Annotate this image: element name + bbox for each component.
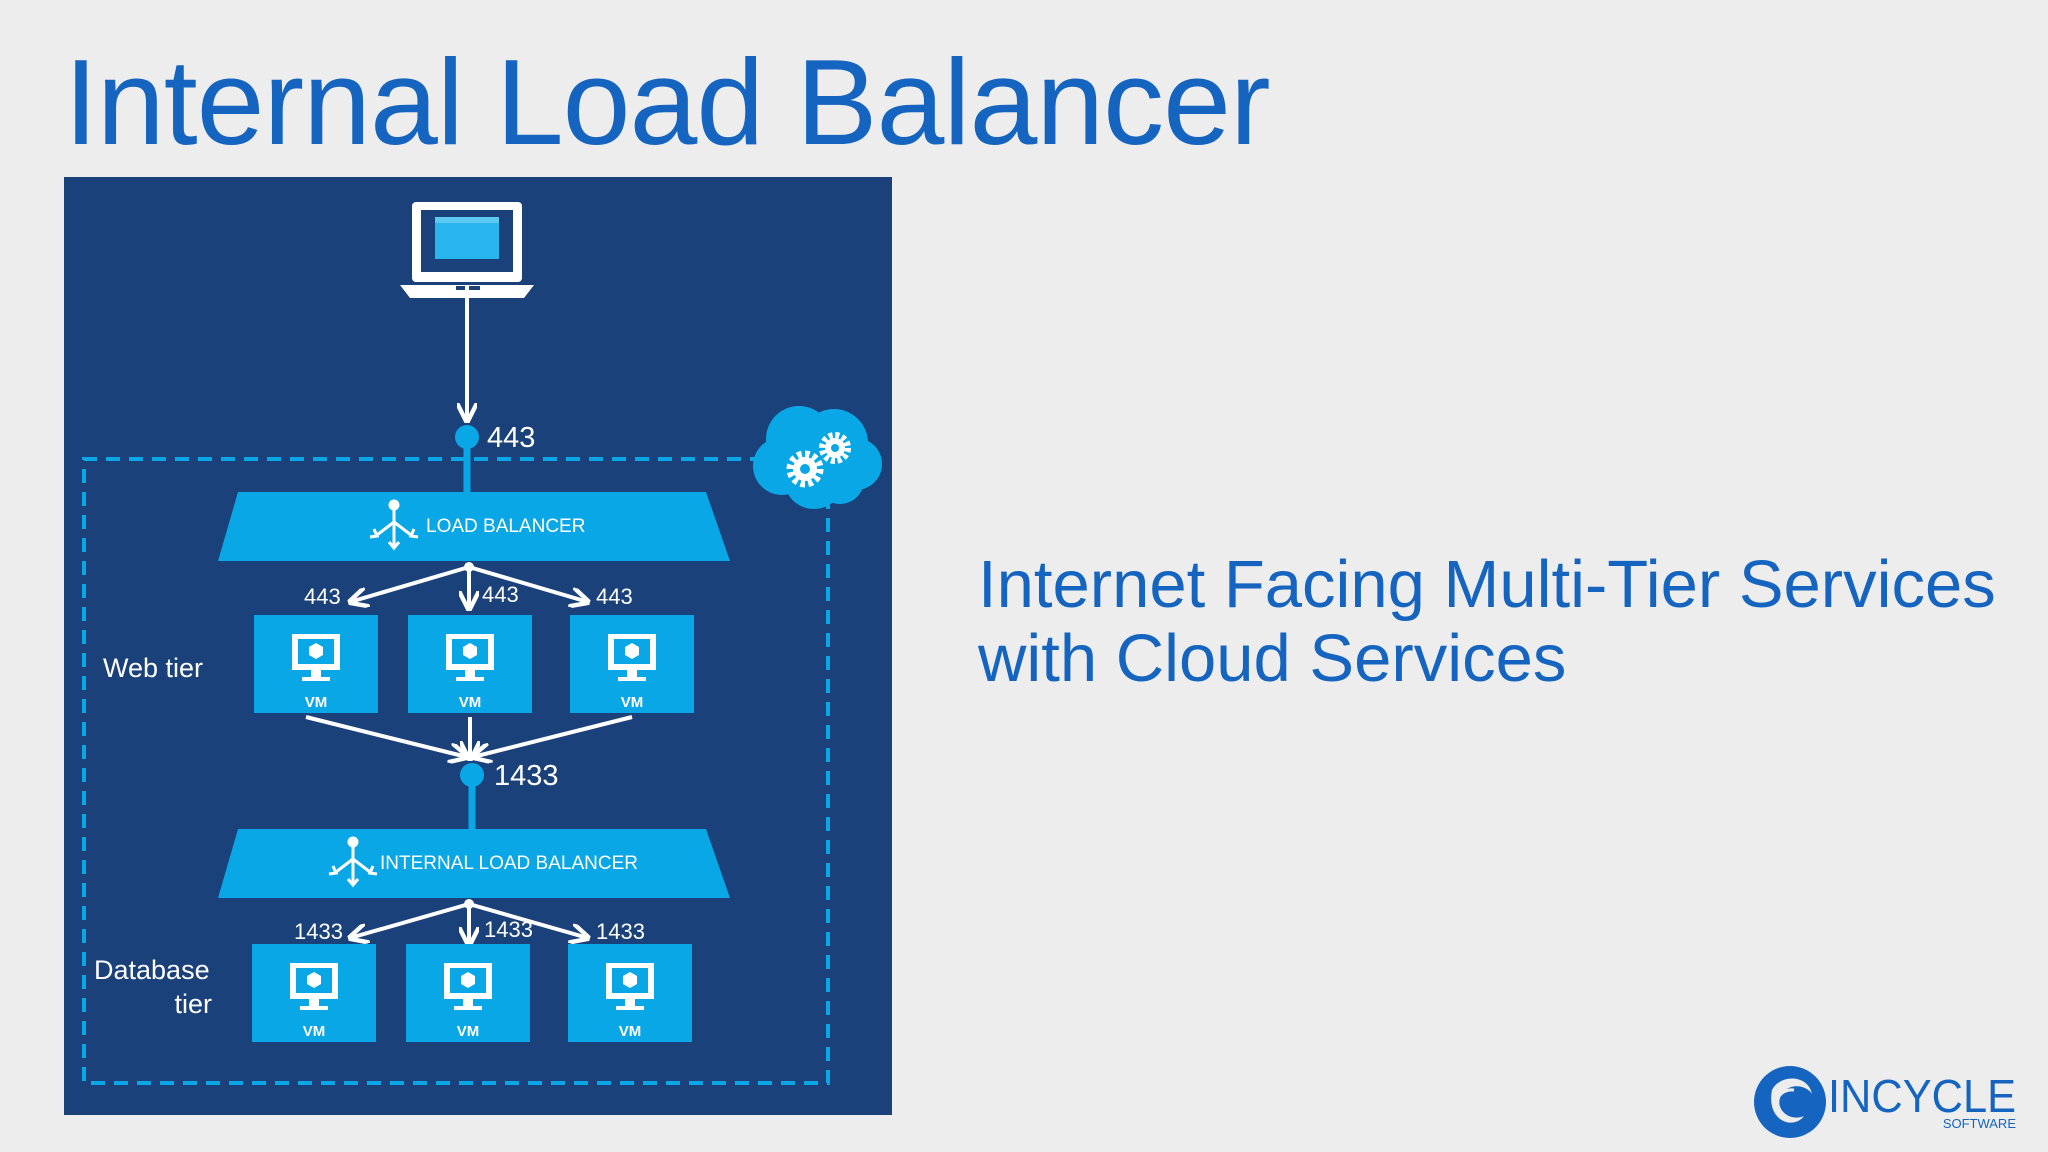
db-port-label: 1433 xyxy=(294,919,343,944)
incycle-logo: INCYCLE SOFTWARE xyxy=(1750,1060,2020,1144)
vm-icon xyxy=(608,634,656,681)
gear-icon xyxy=(819,432,851,464)
vm-label: VM xyxy=(303,1023,326,1040)
db-vm: VM xyxy=(252,944,376,1042)
db-vm: VM xyxy=(568,944,692,1042)
load-balancer-icon xyxy=(369,499,419,551)
slide-title: Internal Load Balancer xyxy=(64,34,1271,170)
web-tier-label: Web tier xyxy=(103,653,203,683)
load-balancer-icon xyxy=(328,836,378,888)
database-tier-label: Database xyxy=(94,955,210,985)
load-balancer: LOAD BALANCER xyxy=(218,492,730,561)
database-tier-label: tier xyxy=(174,989,212,1019)
endpoint-port-label: 1433 xyxy=(494,760,559,792)
architecture-diagram: 443 LOAD BALANCER 443 443 443 Web tier xyxy=(64,177,892,1115)
vm-label: VM xyxy=(621,694,644,711)
web-vm: VM xyxy=(570,615,694,713)
db-port-label: 1433 xyxy=(484,917,533,942)
web-vm: VM xyxy=(408,615,532,713)
internal-load-balancer: INTERNAL LOAD BALANCER xyxy=(218,829,730,898)
logo-tagline: SOFTWARE xyxy=(1943,1116,2017,1131)
incycle-swirl-icon xyxy=(1754,1066,1826,1138)
internal-load-balancer-label: INTERNAL LOAD BALANCER xyxy=(380,853,638,874)
vm-icon xyxy=(446,634,494,681)
db-port-label: 1433 xyxy=(596,919,645,944)
web-vm: VM xyxy=(254,615,378,713)
vm-label: VM xyxy=(619,1023,642,1040)
vm-icon xyxy=(444,963,492,1010)
vm-label: VM xyxy=(459,694,482,711)
vm-label: VM xyxy=(457,1023,480,1040)
web-port-label: 443 xyxy=(304,584,341,609)
web-port-label: 443 xyxy=(596,584,633,609)
subtitle-line: Internet Facing Multi-Tier Services xyxy=(978,547,1996,622)
slide-subtitle: Internet Facing Multi-Tier Services with… xyxy=(978,548,1996,695)
db-vm: VM xyxy=(406,944,530,1042)
load-balancer-label: LOAD BALANCER xyxy=(426,516,585,537)
endpoint-port-label: 443 xyxy=(487,422,535,454)
vm-label: VM xyxy=(305,694,328,711)
web-port-label: 443 xyxy=(482,582,519,607)
logo-brand: INCYCLE xyxy=(1828,1070,2016,1122)
vm-icon xyxy=(290,963,338,1010)
vm-icon xyxy=(606,963,654,1010)
gear-icon xyxy=(786,450,824,488)
cloud-service-boundary xyxy=(82,457,830,1085)
vm-icon xyxy=(292,634,340,681)
subtitle-line: with Cloud Services xyxy=(978,620,1567,696)
cloud-service-icon xyxy=(753,406,882,509)
